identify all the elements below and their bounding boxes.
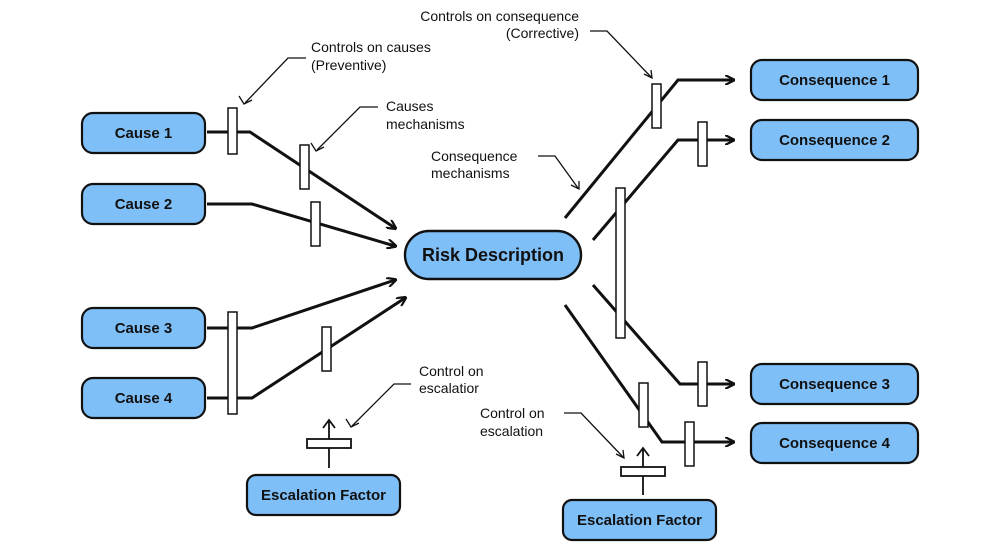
barrier-corrective-consequence-3 [697,361,708,407]
annotation-causes-mechanisms-1: Causes [386,98,433,114]
link-cause-2 [207,202,395,246]
barrier-preventive-cause-1 [227,107,238,155]
barrier-preventive-cause-3-4 [227,311,238,415]
annotation-controls-on-causes-1: Controls on causes [311,39,431,55]
barrier-mechanism-cause-2 [310,201,321,247]
barrier-corrective-consequence-1 [651,83,662,129]
consequence-3-label: Consequence 3 [779,376,890,393]
node-consequence-4[interactable]: Consequence 4 [749,421,920,465]
annotation-consequence-mechanisms-2: mechanisms [431,165,510,181]
node-cause-1[interactable]: Cause 1 [80,111,207,155]
cause-3-label: Cause 3 [115,320,173,337]
link-consequence-3 [591,284,733,384]
annotation-escalation-left-1: Control on [419,363,484,379]
cause-links [207,130,405,400]
node-consequence-1[interactable]: Consequence 1 [749,58,920,102]
node-escalation-factor-left[interactable]: Escalation Factor [245,473,402,517]
link-cause-4 [207,298,405,400]
escalation-factor-right-label: Escalation Factor [577,512,702,529]
pointer-causes-mechanisms [316,106,378,151]
link-consequence-4 [563,304,733,442]
node-cause-4[interactable]: Cause 4 [80,376,207,420]
annotation-controls-on-consequence-2: (Corrective) [506,25,579,41]
node-cause-3[interactable]: Cause 3 [80,306,207,350]
consequence-links [563,80,733,442]
barrier-mechanism-cause-1 [299,144,310,190]
cause-2-label: Cause 2 [115,196,173,213]
node-cause-2[interactable]: Cause 2 [80,182,207,226]
cause-1-label: Cause 1 [115,125,173,142]
annotation-escalation-right-2: escalation [480,423,543,439]
escalation-factor-left-label: Escalation Factor [261,487,386,504]
barrier-mechanism-consequence-4 [638,382,649,428]
consequence-4-label: Consequence 4 [779,435,891,452]
barrier-corrective-consequence-4 [684,421,695,467]
annotation-controls-on-causes-2: (Preventive) [311,57,386,73]
cause-4-label: Cause 4 [115,390,173,407]
annotation-controls-on-consequence-1: Controls on consequence [420,8,579,24]
node-risk-description[interactable]: Risk Description [403,229,583,281]
risk-description-label: Risk Description [422,245,564,265]
consequence-1-label: Consequence 1 [779,72,890,89]
pointer-consequence-mechanisms [538,155,579,189]
link-cause-3 [207,280,395,330]
pointer-controls-on-consequence [590,30,652,78]
barrier-corrective-consequence-2 [697,121,708,167]
pointer-escalation-left [351,383,411,427]
barriers [227,83,708,467]
annotation-escalation-left-2: escalatior [419,380,479,396]
barrier-consequence-mechanisms [615,187,626,339]
link-consequence-2 [591,140,733,241]
node-escalation-factor-right[interactable]: Escalation Factor [561,498,718,542]
link-cause-1 [207,130,395,228]
annotation-causes-mechanisms-2: mechanisms [386,116,465,132]
link-consequence-1 [563,80,733,219]
consequence-2-label: Consequence 2 [779,132,890,149]
barrier-mechanism-cause-4 [321,326,332,372]
escalation-control-right [620,446,666,495]
escalation-control-left [306,418,352,468]
pointer-controls-on-causes [244,57,306,104]
node-consequence-3[interactable]: Consequence 3 [749,362,920,406]
annotation-escalation-right-1: Control on [480,405,545,421]
annotation-consequence-mechanisms-1: Consequence [431,148,518,164]
pointer-escalation-right [564,412,624,458]
annotation-pointers [238,30,653,460]
node-consequence-2[interactable]: Consequence 2 [749,118,920,162]
